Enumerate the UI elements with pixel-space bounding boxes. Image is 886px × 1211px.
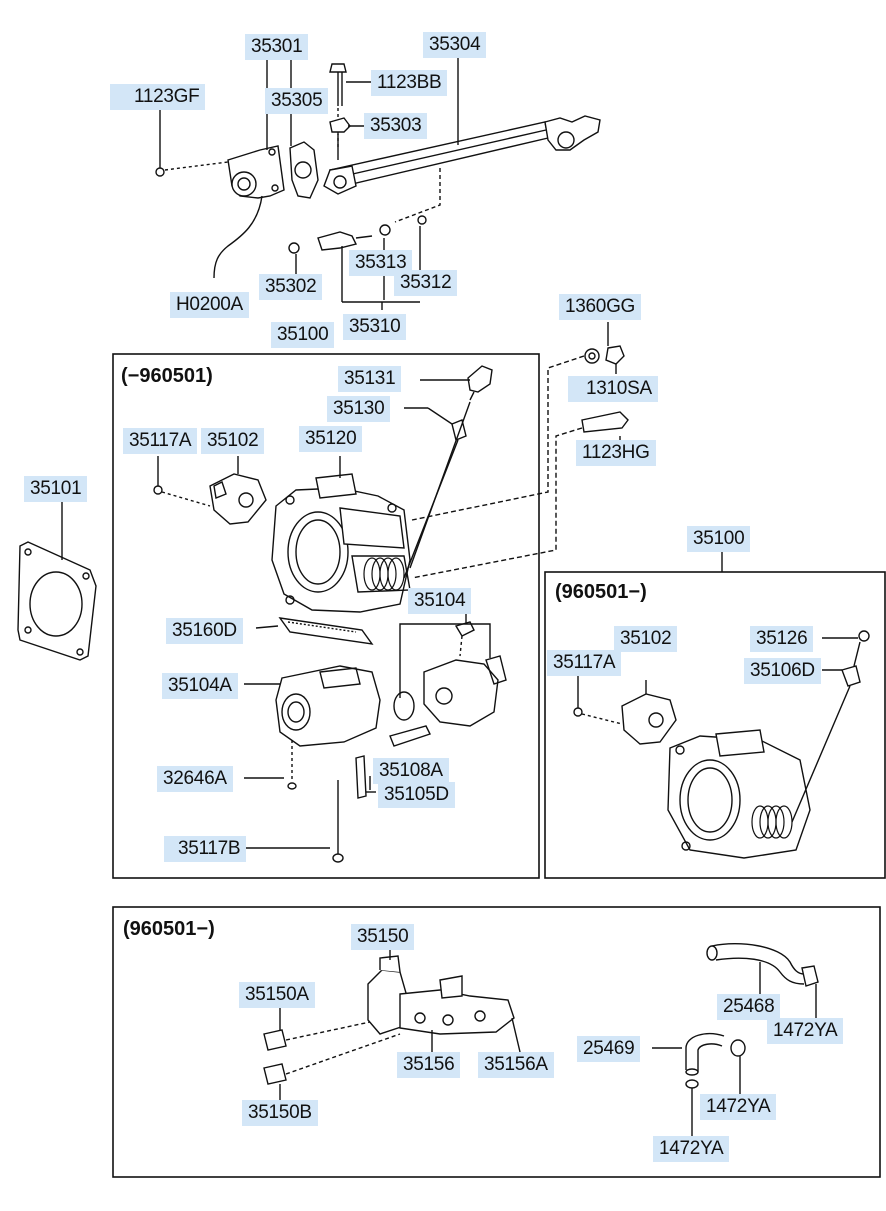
part-label[interactable]: 35150B [242,1100,318,1126]
part-label[interactable]: H0200A [170,292,249,318]
part-label[interactable]: 25469 [577,1036,641,1062]
part-label[interactable]: 35301 [245,34,309,60]
section-header-early: (−960501) [121,365,213,387]
idle-valve-box [112,906,881,1178]
part-label[interactable]: 35160D [166,618,243,644]
part-label[interactable]: 1123HG [576,440,656,466]
part-label[interactable]: 1472YA [653,1136,730,1162]
part-label[interactable]: 35100 [271,322,335,348]
late-throttle-box [544,571,886,879]
section-header-late-throttle: (960501−) [555,581,647,603]
throttle-body-early [271,456,411,613]
part-label[interactable]: 1123GF [110,84,206,110]
part-label[interactable]: 35302 [259,274,323,300]
part-label[interactable]: 35150A [239,982,315,1008]
part-label[interactable]: 35310 [343,314,407,340]
bolt-35150B [263,1033,401,1100]
gasket-35305 [289,141,319,199]
part-label[interactable]: 35126 [750,626,814,652]
screw-35117B [246,780,344,863]
tps-early [153,456,267,525]
part-label[interactable]: 35100 [687,526,751,552]
idle-valve-35104 [393,610,507,727]
tps-late [573,676,677,745]
screw-32646A [244,740,297,790]
part-label[interactable]: 35117A [547,650,622,676]
part-label[interactable]: 1360GG [559,294,642,320]
part-label[interactable]: 1472YA [767,1018,844,1044]
bypass-body-35104A [244,665,381,747]
part-label[interactable]: 35104 [408,588,472,614]
injector-35310 [288,168,441,254]
part-label[interactable]: 1123BB [371,70,448,96]
delivery-pipe [323,115,601,195]
gasket-35101 [17,500,97,661]
part-label[interactable]: 35131 [338,366,402,392]
part-label[interactable]: 35106D [744,658,821,684]
part-label[interactable]: 35108A [373,758,449,784]
part-label[interactable]: 35104A [162,673,238,699]
sensor-35106D [791,630,870,823]
part-label[interactable]: 35130 [327,396,391,422]
gasket-35160D [255,617,374,645]
throttle-body-late [667,552,811,859]
bolt-35150A [263,1006,371,1051]
part-label[interactable]: 35304 [423,32,487,58]
part-label[interactable]: 1310SA [568,376,658,402]
leaders-35156 [431,1017,521,1053]
part-label[interactable]: 35101 [24,476,88,502]
idle-valve-35150 [367,948,515,1035]
part-label[interactable]: 35117B [164,836,247,862]
part-label[interactable]: 35312 [394,270,458,296]
part-label[interactable]: 35303 [364,113,428,139]
part-label[interactable]: 35150 [351,924,415,950]
sensor-35131 [403,365,493,579]
part-label[interactable]: 35102 [614,626,678,652]
early-throttle-box [112,353,540,879]
hose-25469 [652,1032,746,1136]
part-label[interactable]: 35117A [123,428,198,454]
clips-35108A [355,725,431,799]
pressure-regulator [227,145,285,199]
part-label[interactable]: 1472YA [700,1094,777,1120]
part-label[interactable]: 35120 [299,426,363,452]
part-label[interactable]: 25468 [717,994,781,1020]
section-header-late-valve: (960501−) [123,918,215,940]
part-label[interactable]: 32646A [157,766,233,792]
part-label[interactable]: 35156 [397,1052,461,1078]
hose-25468 [706,943,819,1020]
nut-35303 [329,117,351,160]
bolt-1123GF [155,106,229,177]
part-label[interactable]: 35305 [265,88,329,114]
part-label[interactable]: 35156A [478,1052,554,1078]
part-label[interactable]: 35102 [201,428,265,454]
stud-hardware [411,322,629,579]
vacuum-hose [213,195,263,279]
part-label[interactable]: 35105D [378,782,455,808]
